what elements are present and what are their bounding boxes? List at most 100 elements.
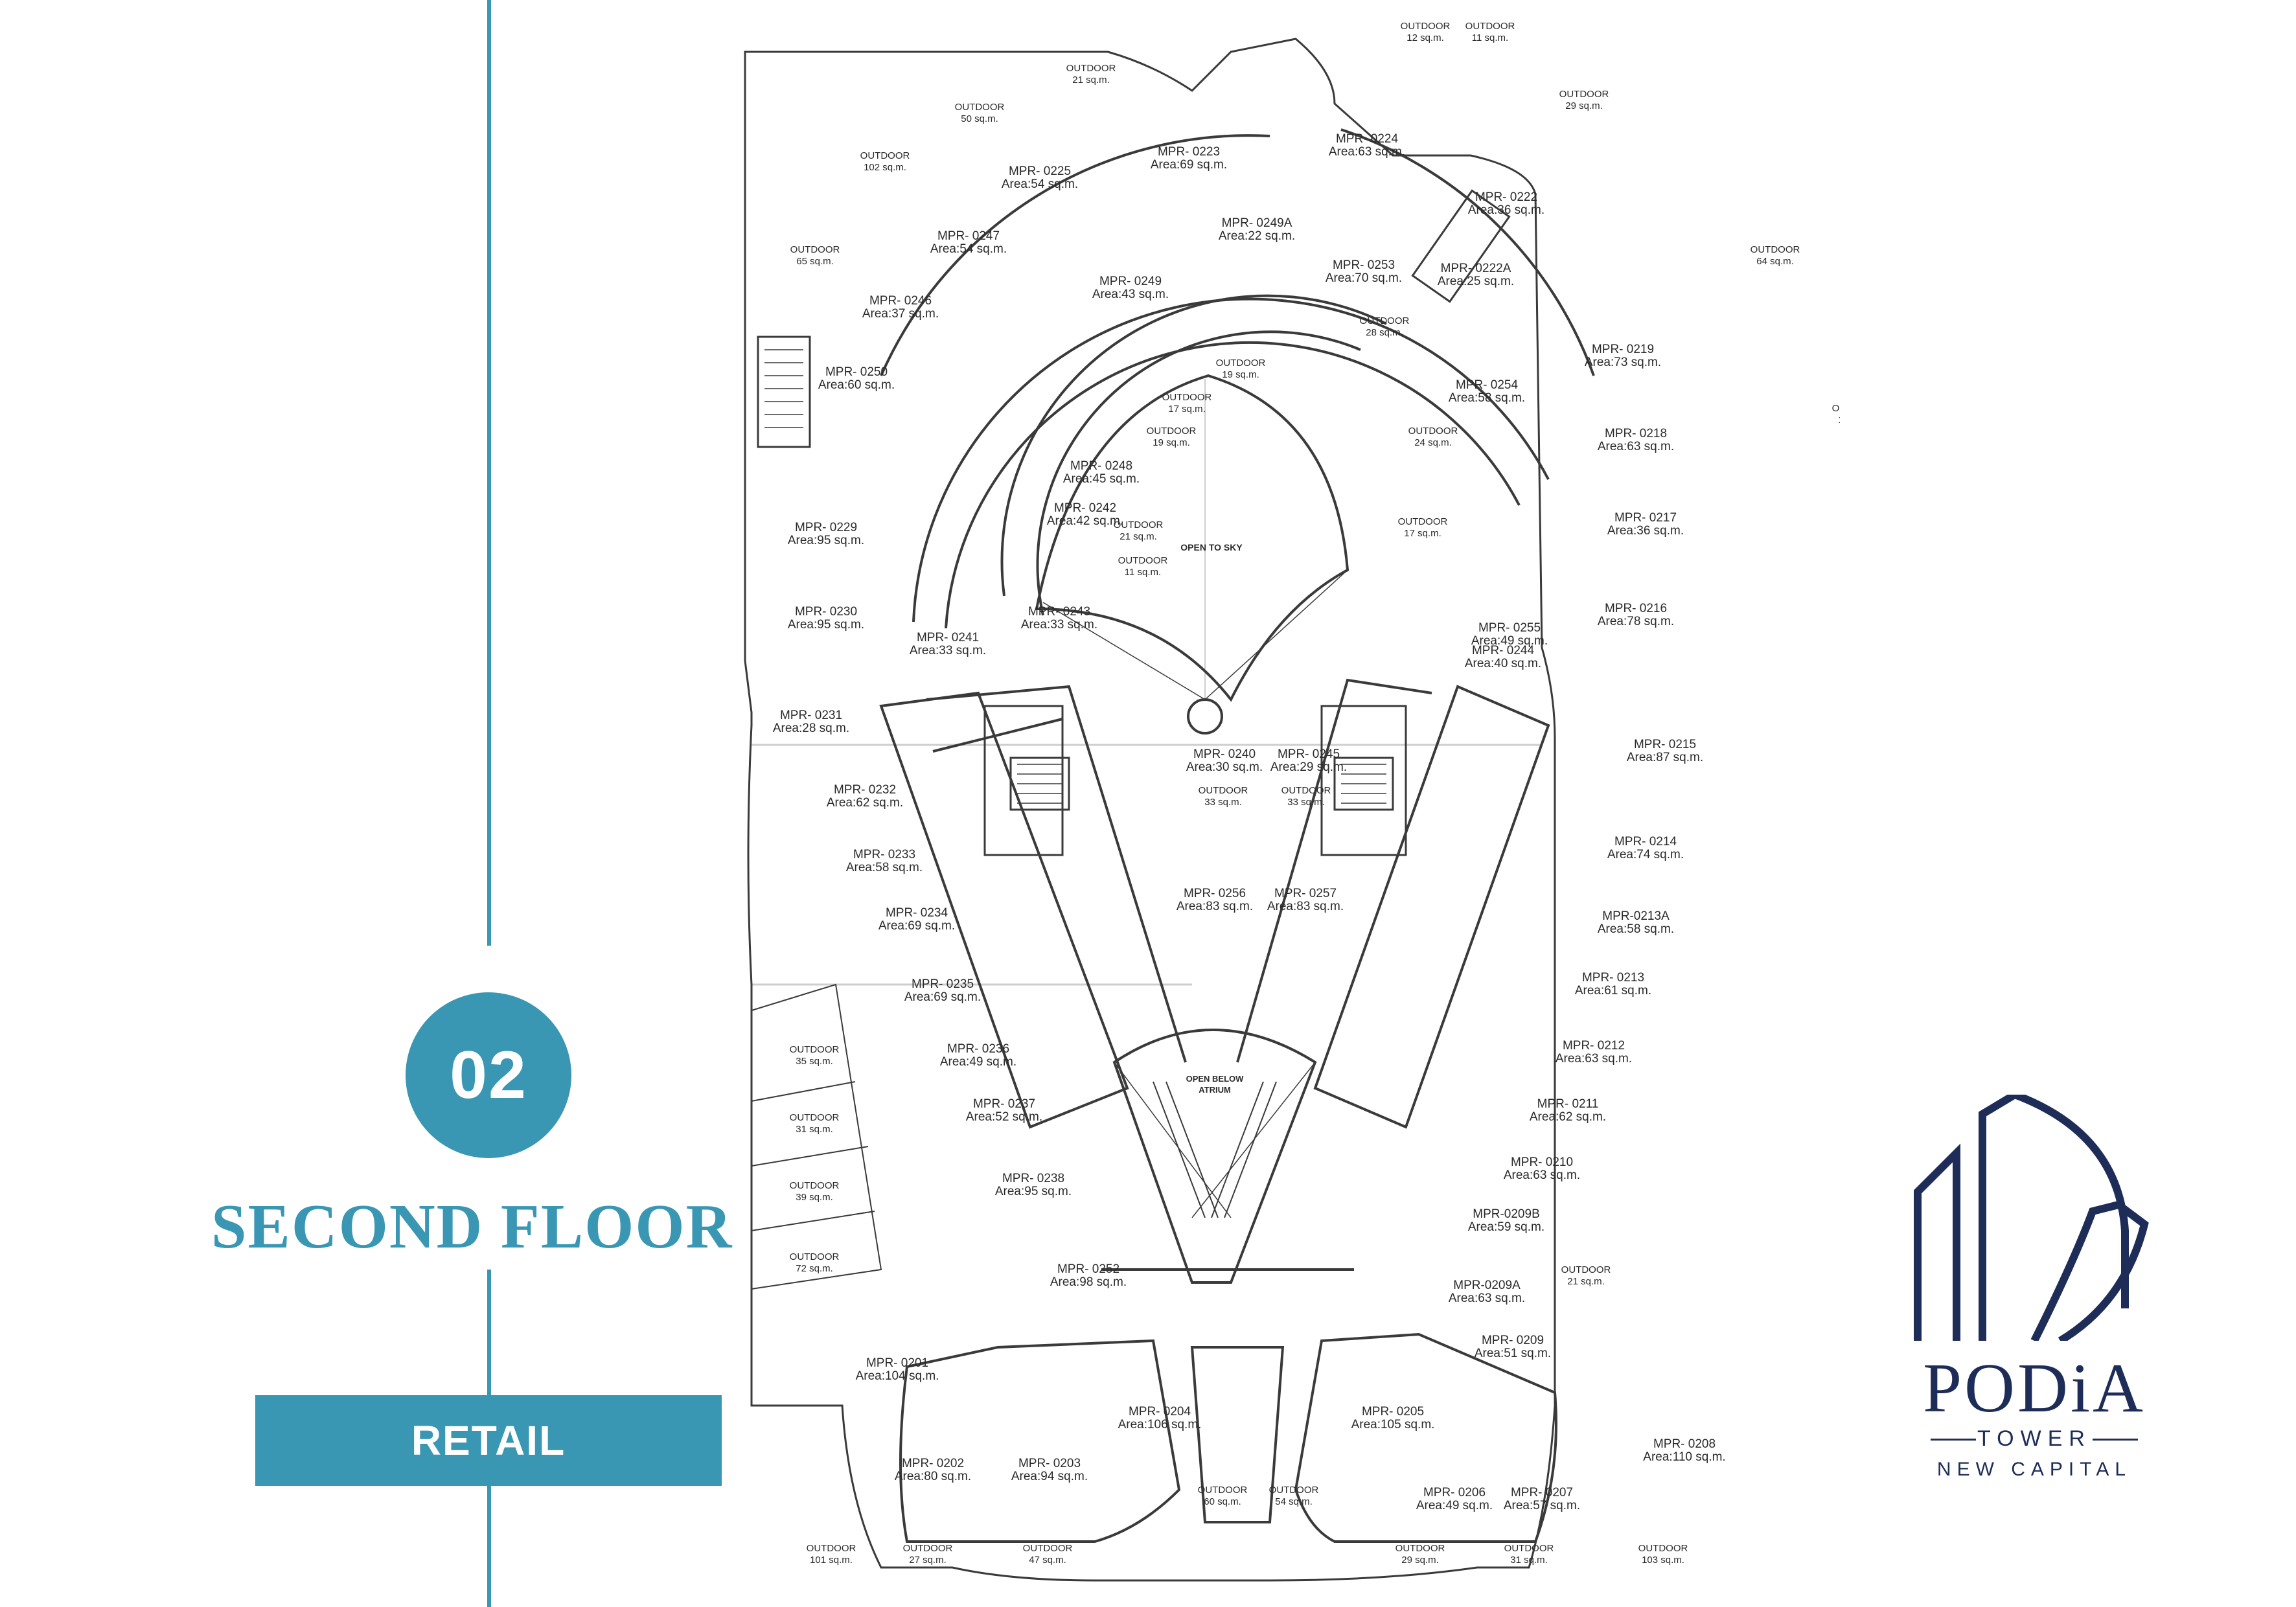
outdoor-label: OUTDOOR (807, 1543, 856, 1554)
outdoor-area-label: 60 sq.m. (1204, 1496, 1241, 1507)
unit-area-label: Area:110 sq.m. (1643, 1450, 1725, 1464)
outdoor-area-label: 29 sq.m. (1401, 1555, 1439, 1566)
outdoor-label: OUTDOOR (1198, 1485, 1248, 1496)
unit-area-label: Area:57 sq.m. (1504, 1499, 1580, 1512)
outdoor-area-label: 15 sq.m. (1838, 415, 1840, 426)
outdoor-label: OUTDOOR (860, 150, 910, 161)
outdoor-label: OUTDOOR (1638, 1543, 1688, 1554)
unit-area-label: Area:25 sq.m. (1438, 275, 1514, 288)
unit-id-label: MPR- 0255 (1478, 621, 1541, 635)
unit-id-label: MPR- 0237 (973, 1097, 1035, 1111)
unit-area-label: Area:95 sq.m. (788, 618, 864, 632)
unit-id-label: MPR- 0236 (947, 1042, 1009, 1056)
unit-id-label: MPR- 0229 (795, 521, 857, 534)
unit-id-label: MPR- 0247 (937, 229, 1000, 243)
outdoor-area-label: 29 sq.m. (1565, 100, 1603, 111)
unit-id-label: MPR- 0217 (1614, 511, 1677, 525)
outdoor-label: OUTDOOR (1066, 63, 1116, 74)
outdoor-area-label: 33 sq.m. (1204, 797, 1242, 808)
unit-area-label: Area:80 sq.m. (895, 1470, 971, 1483)
unit-area-label: Area:49 sq.m. (1471, 634, 1548, 648)
outdoor-label: OUTDOOR (790, 1044, 840, 1055)
service-cores (757, 189, 1511, 856)
unit-id-label: MPR- 0235 (912, 977, 974, 991)
outdoor-area-label: 17 sq.m. (1404, 528, 1441, 539)
outdoor-area-label: 31 sq.m. (1510, 1555, 1548, 1566)
unit-id-label: MPR- 0214 (1614, 835, 1677, 849)
unit-area-label: Area:49 sq.m. (940, 1055, 1016, 1069)
outdoor-label: OUTDOOR (1269, 1485, 1319, 1496)
unit-id-label: MPR- 0253 (1333, 258, 1395, 272)
column-circle (1187, 698, 1223, 735)
unit-area-label: Area:69 sq.m. (878, 919, 955, 933)
unit-area-label: Area:94 sq.m. (1011, 1470, 1088, 1483)
unit-id-label: MPR- 0245 (1278, 747, 1340, 761)
outdoor-label: OUTDOOR (1561, 1264, 1611, 1275)
outdoor-label: OUTDOOR (1023, 1543, 1073, 1554)
unit-id-label: MPR- 0233 (853, 848, 915, 861)
unit-area-label: Area:59 sq.m. (1468, 1220, 1544, 1234)
outdoor-area-label: 35 sq.m. (796, 1056, 833, 1067)
unit-id-label: MPR- 0212 (1563, 1039, 1625, 1053)
unit-area-label: Area:54 sq.m. (930, 242, 1007, 256)
brand-line2: NEW CAPITAL (1936, 1459, 2132, 1480)
unit-id-label: MPR- 0231 (780, 709, 842, 722)
unit-id-label: MPR- 0252 (1057, 1262, 1119, 1276)
unit-id-label: MPR- 0240 (1193, 747, 1256, 761)
unit-id-label: MPR- 0206 (1423, 1486, 1486, 1499)
unit-area-label: Area:104 sq.m. (856, 1369, 939, 1383)
unit-id-label: MPR- 0213 (1582, 971, 1644, 985)
unit-id-label: MPR- 0204 (1129, 1405, 1191, 1419)
unit-area-label: Area:78 sq.m. (1598, 615, 1674, 628)
unit-area-label: Area:61 sq.m. (1575, 984, 1651, 997)
outdoor-area-label: 19 sq.m. (1222, 369, 1259, 380)
outdoor-label: OUTDOOR (790, 1180, 840, 1191)
unit-area-label: Area:62 sq.m. (827, 796, 903, 810)
unit-id-label: MPR- 0222A (1441, 262, 1511, 275)
unit-id-label: MPR-0209A (1453, 1279, 1521, 1292)
unit-id-label: MPR- 0211 (1537, 1097, 1599, 1111)
unit-area-label: Area:74 sq.m. (1607, 848, 1684, 861)
outdoor-label: OUTDOOR (790, 244, 840, 255)
outdoor-area-label: 21 sq.m. (1072, 74, 1110, 85)
unit-area-label: Area:83 sq.m. (1177, 900, 1253, 913)
unit-area-label: Area:62 sq.m. (1530, 1110, 1606, 1124)
outdoor-area-label: 101 sq.m. (810, 1555, 853, 1566)
unit-id-label: MPR- 0257 (1274, 887, 1337, 900)
unit-area-label: Area:45 sq.m. (1063, 472, 1140, 486)
outdoor-area-label: 24 sq.m. (1414, 437, 1452, 448)
outdoor-area-label: 11 sq.m. (1125, 567, 1161, 578)
unit-area-label: Area:37 sq.m. (862, 307, 939, 321)
unit-id-label: MPR- 0250 (825, 365, 888, 379)
unit-area-label: Area:63 sq.m. (1504, 1168, 1580, 1182)
unit-id-label: MPR- 0232 (834, 783, 896, 797)
unit-area-label: Area:30 sq.m. (1186, 760, 1263, 774)
unit-area-label: Area:70 sq.m. (1326, 271, 1402, 285)
outdoor-label: OUTDOOR (1162, 392, 1212, 403)
outdoor-label: OUTDOOR (1398, 516, 1448, 527)
outdoor-area-label: 31 sq.m. (796, 1124, 833, 1135)
unit-area-label: Area:54 sq.m. (1002, 177, 1078, 191)
unit-id-label: MPR- 0202 (902, 1457, 964, 1470)
outdoor-area-label: 17 sq.m. (1168, 404, 1206, 415)
outdoor-area-label: 54 sq.m. (1275, 1496, 1313, 1507)
unit-id-label: MPR-0213A (1602, 909, 1670, 923)
unit-id-label: MPR- 0205 (1362, 1405, 1424, 1419)
unit-area-label: Area:58 sq.m. (1449, 391, 1525, 405)
outdoor-area-label: 21 sq.m. (1119, 531, 1157, 542)
outdoor-area-label: 27 sq.m. (909, 1555, 947, 1566)
brand-line1: TOWER (1977, 1426, 2091, 1451)
unit-id-label: MPR- 0248 (1070, 459, 1132, 473)
unit-area-label: Area:95 sq.m. (995, 1185, 1072, 1198)
outdoor-area-label: 28 sq.m. (1366, 327, 1403, 338)
unit-id-label: MPR- 0219 (1592, 343, 1654, 356)
unit-id-label: MPR- 0242 (1054, 501, 1116, 515)
ring-corridor (880, 128, 1595, 629)
unit-id-label: MPR- 0238 (1002, 1172, 1064, 1185)
unit-id-label: MPR- 0201 (866, 1356, 928, 1370)
stair-treads (764, 349, 1386, 804)
unit-id-label: MPR- 0249A (1222, 216, 1292, 230)
unit-id-label: MPR- 0234 (886, 906, 948, 920)
outdoor-area-label: 50 sq.m. (961, 113, 998, 124)
